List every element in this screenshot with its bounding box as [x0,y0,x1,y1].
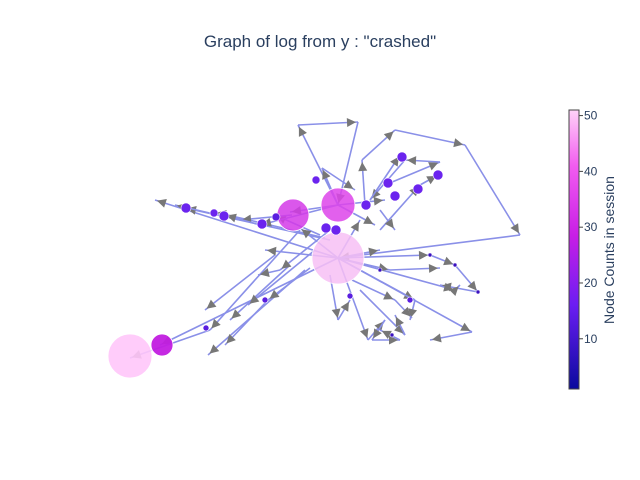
edge-arrowhead [259,268,270,277]
edge-arrowhead [266,246,277,256]
graph-node[interactable] [256,218,268,230]
colorbar: 10 20 30 40 50 Node Counts in session [568,109,617,390]
graph-node[interactable] [330,224,342,236]
graph-node[interactable] [427,252,433,258]
edge-arrowhead [331,308,341,319]
colorbar-tick-label: 50 [584,109,598,123]
edge-arrowhead [209,344,220,354]
edge-arrowhead [363,215,374,225]
edge-arrowhead [359,328,369,339]
colorbar-tick-label: 30 [584,220,598,234]
edge-arrowhead [373,328,382,339]
edge-line [204,254,276,311]
edge-arrowhead [453,138,464,148]
edge-arrowhead [383,291,394,300]
edge-line [247,249,316,306]
edge-arrowhead [368,247,379,257]
edge-arrowhead [384,218,394,229]
edge-arrowhead [322,169,331,180]
colorbar-tick-label: 20 [584,276,598,290]
graph-node[interactable] [360,199,372,211]
edge-arrowhead [358,161,368,172]
graph-node[interactable] [202,324,210,332]
edge-arrowhead [373,196,384,206]
edge-arrowhead [510,223,519,234]
graph-node[interactable] [218,210,230,222]
edge-arrowhead [281,259,292,269]
graph-node[interactable] [452,262,458,268]
edge-arrowhead [389,335,398,345]
graph-node[interactable] [311,175,321,185]
edge-arrowhead [431,333,442,343]
edge-arrowhead [226,213,237,223]
edge-line [209,229,301,331]
colorbar-tick-label: 10 [584,332,598,346]
edge-arrowhead [395,316,404,327]
edge-arrowhead [249,294,260,304]
edge-arrowhead [406,156,417,166]
edge-arrowhead [443,256,454,266]
edge-arrowhead [298,126,307,137]
edge-arrowhead [156,199,167,208]
graph-node[interactable] [346,292,354,300]
graph-node[interactable] [276,198,310,232]
edge-arrowhead [340,301,349,312]
edge-arrowhead [350,221,359,232]
edge-arrowhead [301,229,312,239]
edge-arrowhead [226,333,236,344]
graph-node[interactable] [320,187,356,223]
edge-arrowhead [371,188,381,199]
edge-arrowhead [374,321,384,332]
edge-arrowhead [381,330,392,339]
graph-node[interactable] [382,177,394,189]
colorbar-tick-label: 40 [584,164,598,178]
graph-node[interactable] [209,208,219,218]
colorbar-gradient [568,109,580,390]
graph-title: Graph of log from y : "crashed" [203,32,437,51]
graph-node[interactable] [377,267,383,273]
edge-arrowhead [383,131,394,141]
graph-node[interactable] [396,151,408,163]
nodes-layer [107,151,481,379]
graph-node[interactable] [389,190,401,202]
edge-line [394,129,466,146]
edge-arrowhead [401,306,411,317]
edge-arrowhead [418,250,429,260]
graph-node[interactable] [406,296,414,304]
edge-arrowhead [206,299,217,309]
edge-line [337,234,521,259]
edge-line [464,144,521,236]
graph-node[interactable] [389,332,395,338]
graph-node[interactable] [261,296,269,304]
colorbar-title: Node Counts in session [601,176,617,324]
edge-arrowhead [460,322,471,332]
graph-node[interactable] [320,222,332,234]
graph-node[interactable] [271,212,281,222]
edge-line [229,264,291,321]
graph-node[interactable] [432,169,444,181]
graph-node[interactable] [412,183,424,195]
edge-arrowhead [343,180,354,189]
edge-arrowhead [211,318,221,329]
edge-arrowhead [269,289,280,299]
graph-node[interactable] [180,202,192,214]
graph-node[interactable] [150,333,174,357]
graph-node[interactable] [475,289,481,295]
graph-node[interactable] [311,231,365,285]
edge-arrowhead [449,286,459,296]
edge-arrowhead [346,118,357,128]
graph-node[interactable] [107,333,153,379]
edge-arrowhead [390,156,399,167]
edge-arrowhead [394,324,404,334]
edge-arrowhead [428,263,439,273]
edge-arrowhead [428,162,439,171]
edge-arrowhead [231,309,242,319]
edge-arrowhead [467,280,477,291]
